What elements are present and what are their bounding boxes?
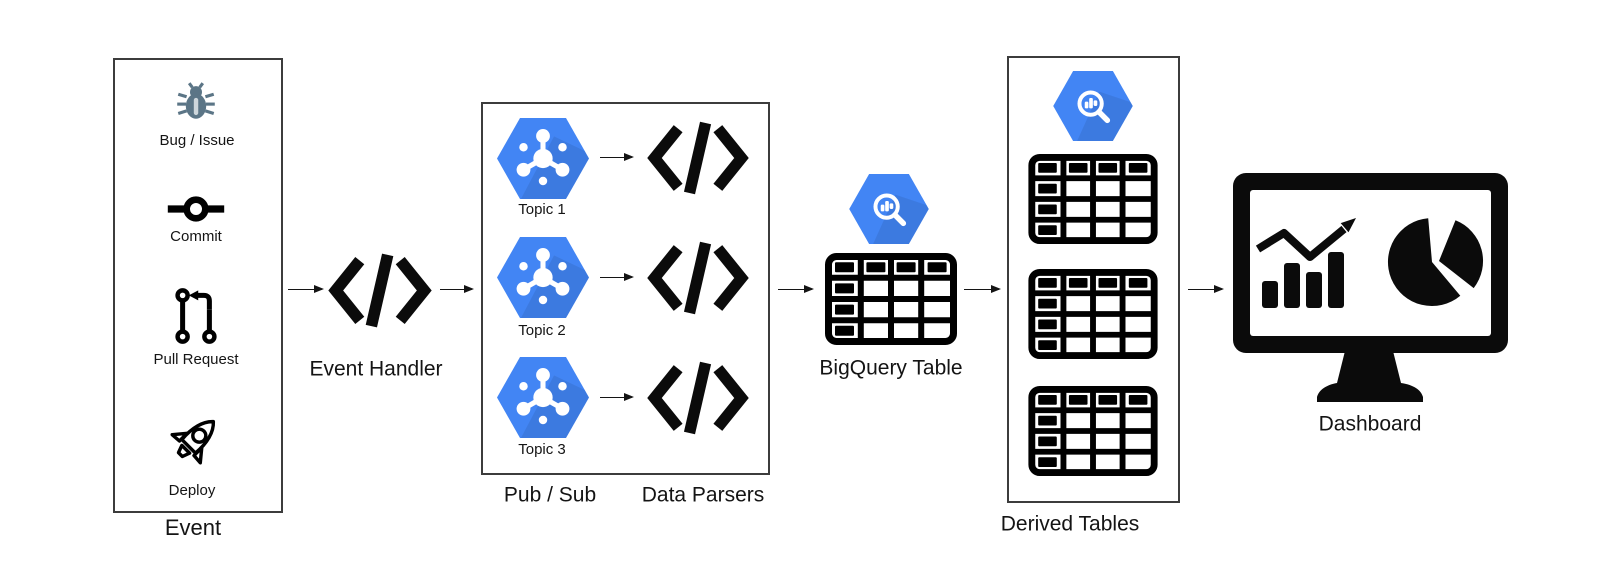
flow-arrow (440, 284, 474, 293)
topic-label: Topic 1 (518, 200, 566, 218)
table-grid-icon (824, 252, 958, 346)
bar-chart-icon (1262, 252, 1344, 308)
event-item-label: Pull Request (153, 350, 239, 368)
code-icon (646, 360, 750, 436)
commit-icon (167, 196, 225, 222)
flow-arrow (778, 284, 814, 293)
dashboard-monitor-icon (1233, 173, 1508, 402)
data-parsers-label: Data Parsers (641, 483, 765, 507)
event-item-label: Bug / Issue (159, 131, 235, 149)
trend-arrow-icon (1255, 218, 1356, 261)
flow-arrow (964, 284, 1001, 293)
pie-chart-icon (1387, 218, 1484, 307)
event-group-label: Event (164, 514, 222, 540)
pubsub-label: Pub / Sub (503, 483, 597, 507)
code-icon (646, 120, 750, 196)
event-handler-label: Event Handler (309, 357, 443, 381)
table-grid-icon (1026, 268, 1160, 360)
event-item-label: Commit (170, 227, 222, 245)
rocket-icon (170, 419, 216, 465)
bug-icon (177, 82, 215, 119)
table-grid-icon (1026, 153, 1160, 245)
flow-arrow (600, 272, 634, 281)
pull-request-icon (175, 288, 217, 344)
topic-label: Topic 2 (518, 321, 566, 339)
derived-tables-label: Derived Tables (1000, 512, 1140, 536)
code-icon (646, 240, 750, 316)
topic-label: Topic 3 (518, 440, 566, 458)
flow-arrow (600, 392, 634, 401)
bigquery-table-label: BigQuery Table (819, 356, 963, 380)
dashboard-label: Dashboard (1318, 412, 1422, 436)
event-item-label: Deploy (168, 481, 216, 499)
bigquery-hexagon-icon (1053, 71, 1133, 141)
pubsub-hexagon-icon (497, 357, 589, 438)
pubsub-hexagon-icon (497, 237, 589, 318)
monitor-stand (1317, 351, 1423, 402)
pubsub-hexagon-icon (497, 118, 589, 199)
code-icon (327, 252, 433, 329)
table-grid-icon (1026, 385, 1160, 477)
bigquery-hexagon-icon (849, 174, 929, 244)
flow-arrow (288, 284, 324, 293)
flow-arrow (1188, 284, 1224, 293)
flow-arrow (600, 152, 634, 161)
